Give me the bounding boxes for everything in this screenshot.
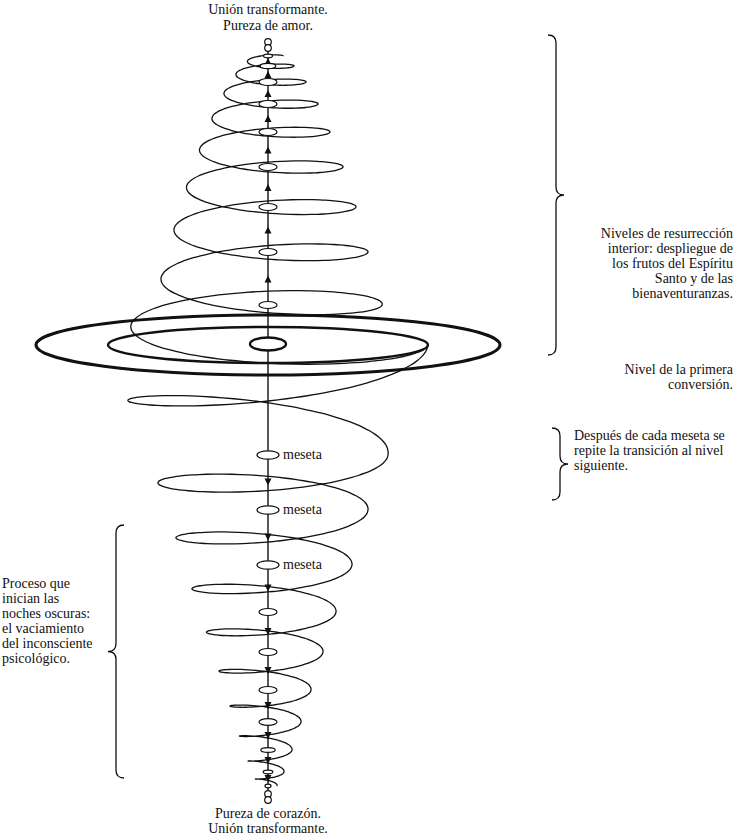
bracket-note: Después de cada meseta se repite la tran… — [574, 428, 732, 473]
axis-arrowhead — [265, 732, 272, 739]
conversion-center-ellipse — [250, 338, 286, 351]
bracket — [552, 428, 568, 500]
top-label: Pureza de amor. — [168, 18, 368, 33]
axis-arrowhead — [265, 534, 272, 541]
axis-ellipse — [259, 79, 277, 86]
bracket — [548, 35, 564, 355]
axis-arrowhead — [265, 628, 272, 635]
axis-arrowhead — [265, 757, 272, 764]
bottom-label: Unión transformante. — [168, 821, 368, 836]
axis-arrowhead — [265, 227, 272, 234]
axis-ellipse — [259, 204, 277, 211]
conversion-outer-ellipse — [36, 315, 500, 375]
conversion-inner-ellipse — [108, 327, 428, 363]
axis-ellipse — [259, 164, 277, 171]
axis-arrowhead — [265, 147, 272, 154]
bottom-label: Pureza de corazón. — [168, 806, 368, 821]
axis-ellipse — [259, 649, 277, 656]
axis-ellipse — [259, 719, 277, 726]
axis-ellipse — [260, 63, 276, 68]
axis-arrowhead — [265, 479, 272, 486]
plateau-label: meseta — [281, 502, 324, 517]
axis-arrowhead — [265, 184, 272, 191]
axis-line — [267, 44, 268, 797]
plateau-label: meseta — [281, 557, 324, 572]
axis-ellipse — [259, 101, 277, 108]
bracket-note: Proceso que inician las noches oscuras: … — [2, 576, 100, 666]
level-note: Nivel de la primera conversión. — [620, 362, 733, 392]
axis-arrowhead — [265, 585, 272, 592]
bracket-note: Niveles de resurrección interior: despli… — [600, 226, 733, 301]
axis-ellipse — [264, 54, 273, 58]
axis-arrowhead — [265, 702, 272, 709]
axis-ellipse — [257, 506, 279, 514]
lower-spiral — [128, 345, 428, 786]
axis-ellipse — [259, 609, 277, 616]
bracket — [108, 525, 124, 778]
axis-arrowhead — [265, 115, 272, 122]
end-circle — [265, 797, 272, 804]
axis-ellipse — [257, 561, 279, 569]
axis-arrowhead — [265, 71, 272, 78]
end-circle — [265, 45, 272, 52]
axis-ellipse — [259, 249, 277, 256]
plateau-label: meseta — [281, 447, 324, 462]
axis-ellipse — [257, 451, 279, 459]
axis-arrowhead — [265, 775, 272, 782]
axis-ellipse — [265, 784, 271, 788]
axis-arrowhead — [265, 90, 272, 97]
axis-arrowhead — [265, 667, 272, 674]
axis-ellipse — [263, 770, 273, 774]
axis-ellipse — [259, 302, 277, 309]
axis-ellipse — [259, 687, 277, 694]
top-label: Unión transformante. — [168, 2, 368, 17]
axis-ellipse — [259, 129, 277, 136]
axis-arrowhead — [265, 276, 272, 283]
axis-ellipse — [261, 748, 275, 753]
